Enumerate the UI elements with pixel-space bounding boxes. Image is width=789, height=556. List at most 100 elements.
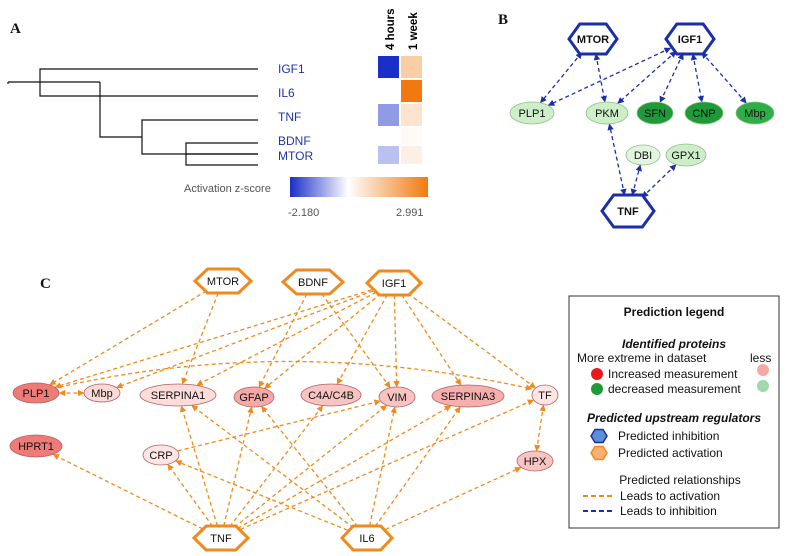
edge-c-igf1-c4ac4b xyxy=(336,294,388,385)
edge-c-bdnf-vim xyxy=(321,293,391,389)
protein-c-serpina1-node xyxy=(139,383,217,407)
edge-b-mtor-plp1 xyxy=(540,52,583,104)
regulator-c-tnf-hexagon xyxy=(191,524,251,552)
protein-c-hpx-node xyxy=(516,450,554,472)
protein-c-vim-label: VIM xyxy=(387,392,407,404)
protein-c-serpina3-label: SERPINA3 xyxy=(441,391,495,403)
regulator-b-igf1-hexagon xyxy=(664,22,716,56)
panel-label-b: B xyxy=(498,12,508,28)
edge-c-tnf-gfap xyxy=(223,406,254,526)
regulator-b-igf1-label: IGF1 xyxy=(678,34,702,46)
protein-c-plp1-label: PLP1 xyxy=(23,388,50,400)
edge-b-mtor-pkm xyxy=(593,53,607,103)
panel-label-a: A xyxy=(10,21,21,37)
regulator-c-mtor-label: MTOR xyxy=(207,276,239,288)
protein-b-plp1-label: PLP1 xyxy=(519,108,546,120)
edge-c-igf1-gfap xyxy=(264,293,382,389)
heat-cell-bdnf-0 xyxy=(378,128,399,144)
edge-c-tnf-tf xyxy=(240,399,535,530)
edge-c-il6-vim xyxy=(368,406,397,526)
legend-more-extreme: More extreme in dataset xyxy=(577,351,707,365)
protein-c-gfap-node xyxy=(233,386,275,408)
decreased-dark-swatch xyxy=(591,383,603,395)
protein-b-gpx1-node xyxy=(665,143,707,167)
legend-title: Prediction legend xyxy=(624,305,725,319)
legend-less: less xyxy=(750,351,771,365)
edge-b-igf1-pkm xyxy=(617,51,677,104)
prediction-legend: Prediction legend Identified proteins Mo… xyxy=(568,295,780,529)
protein-c-gfap-label: GFAP xyxy=(239,392,268,404)
protein-c-crp-label: CRP xyxy=(149,450,172,462)
scale-max: 2.991 xyxy=(396,207,424,219)
protein-c-vim-node xyxy=(378,386,416,408)
edge-c-il6-hpx xyxy=(385,466,522,531)
decreased-light-swatch xyxy=(757,380,769,392)
protein-b-cnp-label: CNP xyxy=(692,108,715,120)
gene-label-igf1: IGF1 xyxy=(278,62,305,76)
edge-b-tnf-pkm xyxy=(607,123,627,196)
heat-cell-mtor-0 xyxy=(378,146,399,164)
regulator-b-tnf-label: TNF xyxy=(617,206,639,218)
panel-label-c: C xyxy=(40,276,51,292)
protein-b-pkm-label: PKM xyxy=(595,108,619,120)
protein-c-c4ac4b-node xyxy=(300,383,362,407)
edge-c-tnf-hprt1 xyxy=(52,453,203,530)
edge-c-tnf-crp xyxy=(167,463,214,527)
protein-c-hprt1-node xyxy=(9,434,63,458)
edge-c-tnf-c4ac4b xyxy=(229,405,324,527)
edge-c-tf-hpx xyxy=(534,404,546,452)
regulator-b-tnf-hexagon xyxy=(600,193,656,229)
edge-c-mtor-plp1 xyxy=(49,290,207,386)
heat-cell-il6-0 xyxy=(378,80,399,102)
protein-c-mbp-node xyxy=(83,383,121,403)
heat-cell-tnf-0 xyxy=(378,104,399,126)
edge-c-il6-serpina3 xyxy=(374,406,461,527)
legend-box xyxy=(568,295,780,529)
heatmap xyxy=(378,56,422,164)
edge-c-il6-crp xyxy=(175,460,348,531)
legend-pred-activation: Predicted activation xyxy=(618,446,723,460)
dendrogram xyxy=(7,68,258,166)
regulator-b-mtor-hexagon xyxy=(567,22,619,56)
protein-c-tf-label: TF xyxy=(538,390,552,402)
edge-c-igf1-mbp xyxy=(116,290,374,389)
increased-dark-swatch xyxy=(591,368,603,380)
protein-b-mbp-label: Mbp xyxy=(744,108,765,120)
protein-b-dbi-node xyxy=(625,144,661,166)
edge-b-tnf-dbi xyxy=(630,164,642,196)
protein-c-tf-node xyxy=(531,384,559,406)
edge-b-igf1-plp1 xyxy=(547,47,671,106)
edge-c-plp1-tf xyxy=(59,360,533,391)
edge-b-igf1-cnp xyxy=(690,53,704,103)
inhibition-hexagon-swatch xyxy=(590,428,608,444)
protein-b-sfn-label: SFN xyxy=(644,108,666,120)
regulator-b-mtor-label: MTOR xyxy=(577,34,609,46)
gene-label-bdnf: BDNF xyxy=(278,134,311,148)
panel-b-edges xyxy=(540,47,747,198)
column-header-4-hours: 4 hours xyxy=(385,8,397,50)
protein-b-plp1-node xyxy=(509,101,555,125)
gene-label-il6: IL6 xyxy=(278,86,295,100)
heat-cell-bdnf-1 xyxy=(401,128,422,144)
edge-c-il6-serpina1 xyxy=(191,404,354,529)
scale-label: Activation z-score xyxy=(184,183,271,195)
scale-min: -2.180 xyxy=(288,207,319,219)
scale-bar xyxy=(290,177,428,197)
gene-label-tnf: TNF xyxy=(278,110,301,124)
legend-leads-inhibition: Leads to inhibition xyxy=(620,504,717,518)
heat-cell-mtor-1 xyxy=(401,146,422,164)
edge-c-tnf-serpina3 xyxy=(237,405,452,529)
regulator-c-mtor-hexagon xyxy=(192,267,254,295)
activation-hexagon-swatch xyxy=(590,445,608,461)
edge-c-il6-gfap xyxy=(261,405,359,527)
regulator-c-bdnf-label: BDNF xyxy=(298,277,328,289)
legend-increased: Increased measurement xyxy=(608,367,738,381)
legend-identified: Identified proteins xyxy=(622,337,726,351)
protein-c-c4ac4b-label: C4A/C4B xyxy=(308,390,354,402)
protein-c-plp1-node xyxy=(12,382,60,404)
